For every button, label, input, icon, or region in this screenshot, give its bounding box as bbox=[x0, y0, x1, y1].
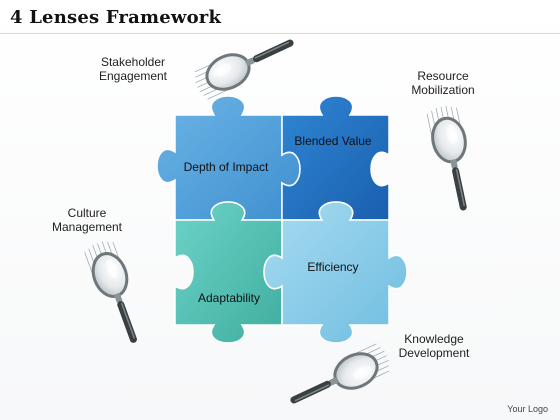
label-knowledge-development: Knowledge Development bbox=[379, 332, 489, 360]
label-line: Resource bbox=[417, 69, 469, 83]
magnifying-glass-icon bbox=[81, 236, 152, 350]
label-line: Engagement bbox=[98, 69, 168, 83]
label-depth-of-impact: Depth of Impact bbox=[184, 160, 269, 174]
magnifying-glass-icon bbox=[188, 25, 302, 103]
title-divider bbox=[0, 33, 560, 34]
label-line: Management bbox=[51, 220, 123, 234]
magnifying-glass-icon bbox=[424, 101, 482, 216]
magnifying-glass-icon bbox=[282, 340, 396, 418]
label-blended-value: Blended Value bbox=[294, 134, 372, 148]
label-line: Mobilization bbox=[411, 83, 475, 97]
label-line: Stakeholder bbox=[100, 55, 166, 69]
page-title: 4 Lenses Framework bbox=[10, 7, 222, 28]
label-culture-management: Culture Management bbox=[32, 206, 142, 234]
label-adaptability: Adaptability bbox=[198, 291, 260, 305]
label-stakeholder-engagement: Stakeholder Engagement bbox=[78, 55, 188, 83]
logo-text: Your Logo bbox=[507, 404, 548, 414]
label-line: Knowledge bbox=[404, 332, 464, 346]
label-efficiency: Efficiency bbox=[307, 260, 358, 274]
label-resource-mobilization: Resource Mobilization bbox=[388, 69, 498, 97]
label-line: Culture bbox=[67, 206, 107, 220]
label-line: Development bbox=[398, 346, 470, 360]
puzzle-piece-efficiency bbox=[263, 201, 408, 344]
